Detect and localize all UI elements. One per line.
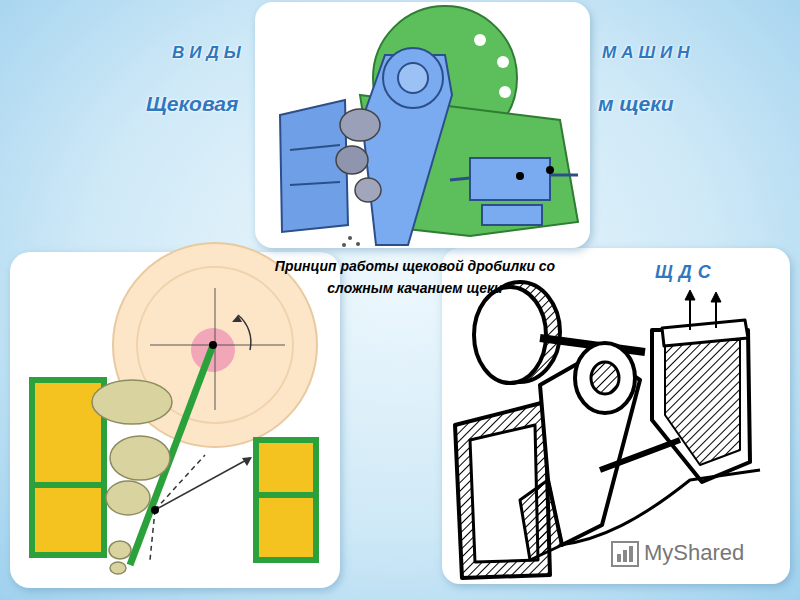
watermark: MyShared [644, 540, 744, 566]
crusher-type-label: ЩДС [655, 262, 717, 283]
subheading-fragment: м щеки [598, 92, 674, 116]
principle-scheme [32, 243, 317, 574]
crusher-color [280, 6, 578, 247]
subheading-fragment: Щековая [146, 92, 238, 116]
watermark-icon [612, 542, 638, 566]
caption: Принцип работы щековой дробилки со сложн… [258, 255, 572, 299]
heading-fragment: ВИДЫ [172, 43, 246, 63]
heading-fragment: МАШИН [602, 43, 695, 63]
crusher-drawing [455, 282, 760, 578]
